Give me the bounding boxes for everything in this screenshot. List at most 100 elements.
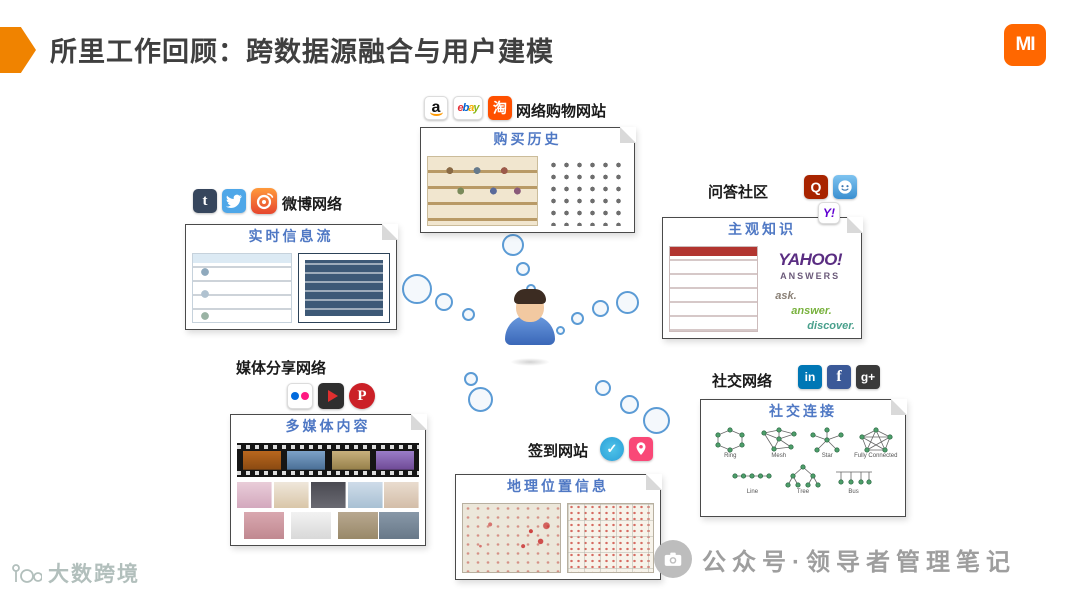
yahoo-answers-page-screenshot [669, 246, 759, 332]
social-group-label: 社交网络 [712, 373, 773, 390]
bubble-decoration [643, 407, 670, 434]
topology-fully-connected: Fully Connected [853, 427, 900, 460]
checkin-icons-row: ✓ [600, 437, 653, 461]
bubble-decoration [468, 387, 493, 412]
topology-bus: Bus [829, 463, 878, 496]
tagline-discover: discover. [807, 319, 855, 332]
ebay-letter: b [462, 101, 470, 114]
tweet-screenshot [192, 253, 292, 323]
subjective-knowledge-content: YAHOO! ANSWERS ask. answer. discover. [663, 240, 861, 338]
pinterest-icon: P [349, 383, 375, 409]
yahoo-icon: Y! [818, 202, 840, 224]
topology-label: Tree [796, 488, 810, 495]
ebay-letter: a [468, 101, 474, 114]
social-connections-content: Ring Mesh [701, 422, 905, 516]
amazon-smile-arrow [430, 108, 443, 116]
yahoo-answers-brand-block: YAHOO! ANSWERS ask. answer. discover. [765, 246, 855, 332]
foursquare-icon [629, 437, 653, 461]
topology-tree: Tree [779, 463, 828, 496]
checkin-group-label: 签到网站 [528, 443, 589, 460]
amazon-letter: a [431, 99, 441, 116]
purchase-history-panel: 购买历史 [420, 126, 636, 233]
topology-star: Star [804, 427, 851, 460]
taobao-character: 淘 [493, 100, 507, 116]
bubble-decoration [620, 395, 639, 414]
taobao-icon: 淘 [488, 96, 512, 120]
multimedia-title: 多媒体内容 [285, 418, 371, 434]
ebay-letter: e [457, 101, 463, 114]
bubble-decoration [402, 274, 432, 304]
realtime-stream-content [186, 247, 396, 329]
xiaomi-logo-text: MI [1015, 34, 1035, 55]
dashukuajing-logo-icon [12, 564, 42, 583]
googleplus-icon: g+ [856, 365, 880, 389]
star-topology-diagram [810, 427, 844, 453]
bus-topology-diagram [835, 471, 872, 485]
youtube-play-glyph [327, 390, 338, 402]
geolocation-panel: 地理位置信息 [455, 473, 662, 580]
filmstrip-graphic [237, 443, 419, 477]
product-icons-grid [544, 156, 628, 226]
qa-face-icon [833, 175, 857, 199]
topology-row-2: Line Tree [728, 463, 878, 496]
bubble-decoration [462, 308, 475, 321]
flickr-icon [287, 383, 313, 409]
fully-connected-topology-diagram [859, 427, 893, 453]
topology-line: Line [728, 463, 777, 496]
usa-checkin-map [462, 503, 562, 573]
yahoo-icon-row: Y! [818, 202, 840, 224]
qa-group-label: 问答社区 [708, 184, 769, 201]
facebook-icon: f [827, 365, 851, 389]
topology-label: Mesh [771, 453, 787, 459]
social-connections-title: 社交连接 [769, 403, 837, 419]
bubble-decoration [516, 262, 530, 276]
tumblr-letter: t [202, 192, 208, 209]
media-group-label: 媒体分享网络 [236, 360, 327, 377]
shopping-group-label: 网络购物网站 [516, 103, 607, 120]
flickr-blue-dot [291, 392, 299, 400]
watermark-right: 公众号·领导者管理笔记 [654, 540, 1016, 578]
twitter-icon [222, 189, 246, 213]
googleplus-mark: g+ [860, 370, 876, 384]
geolocation-title: 地理位置信息 [507, 478, 609, 494]
quora-letter: Q [810, 179, 822, 195]
amazon-icon: a [424, 96, 448, 120]
tree-topology-diagram [785, 464, 821, 488]
yahoo-answers-sublogo: ANSWERS [780, 271, 841, 281]
tagline-ask: ask. [775, 290, 797, 302]
bubble-decoration [571, 312, 584, 325]
checkin-check-glyph: ✓ [606, 441, 618, 456]
subjective-knowledge-title: 主观知识 [728, 221, 796, 237]
quora-icon: Q [804, 175, 828, 199]
purchase-history-title: 购买历史 [493, 131, 562, 147]
yahoo-answers-logo: YAHOO! [778, 250, 843, 269]
bubble-decoration [502, 234, 524, 256]
topology-label: Ring [724, 453, 737, 459]
microblog-icons-row: t [193, 188, 277, 214]
city-checkin-map [567, 503, 654, 573]
qa-icons-row: Q [804, 175, 857, 199]
shop-shelf-photo [427, 156, 539, 226]
watermark-left-text: 大数跨境 [48, 563, 140, 586]
slide-title: 所里工作回顾：跨数据源融合与用户建模 [50, 37, 554, 67]
pinterest-letter: P [357, 387, 367, 404]
line-topology-diagram [732, 473, 772, 479]
qa-face-glyph [838, 180, 852, 194]
topology-label: Bus [848, 488, 859, 495]
flickr-pink-dot [301, 392, 309, 400]
ebay-icon: e b a y [453, 96, 483, 120]
topology-mesh: Mesh [756, 427, 803, 460]
linkedin-mark: in [804, 370, 816, 384]
yahoo-mark: Y! [823, 206, 835, 220]
shopping-icons-row: a e b a y 淘 [424, 96, 512, 120]
facebook-letter: f [836, 368, 842, 385]
multimedia-content [231, 437, 425, 545]
location-pin-glyph [636, 442, 646, 455]
weibo-icon [251, 188, 277, 214]
user-avatar [502, 289, 558, 368]
multimedia-panel: 多媒体内容 [230, 413, 427, 546]
tweet-client-screenshot [297, 253, 390, 323]
realtime-stream-panel: 实时信息流 [185, 223, 398, 330]
bubble-decoration [616, 291, 639, 314]
